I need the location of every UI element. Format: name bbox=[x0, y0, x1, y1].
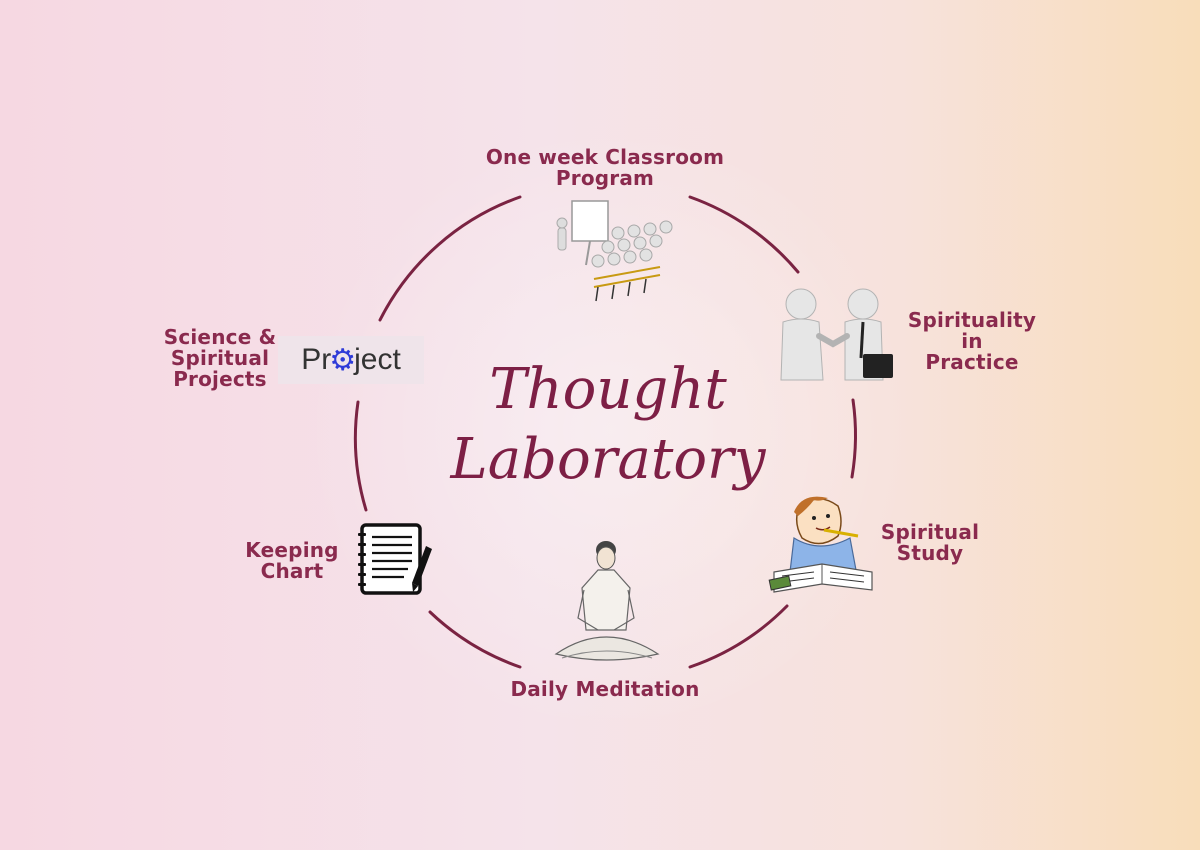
ring-arc-right bbox=[850, 398, 857, 479]
handshake-icon bbox=[780, 288, 893, 381]
gear-icon: ⚙ bbox=[329, 343, 357, 377]
project-logo-pre: Pr bbox=[301, 343, 332, 376]
boy-reading-book-icon bbox=[768, 496, 873, 593]
node-label-meditation: Daily Meditation bbox=[510, 677, 700, 701]
node-label-study: Spiritual Study bbox=[880, 520, 980, 565]
meditating-man-icon bbox=[554, 541, 660, 661]
project-logo-post: ject bbox=[354, 343, 401, 376]
node-label-classroom: One week Classroom Program bbox=[485, 145, 725, 190]
node-label-chart: Keeping Chart bbox=[245, 538, 339, 583]
ring-arc-bottom-right bbox=[688, 604, 789, 669]
ring-arc-top-left bbox=[378, 195, 522, 322]
classroom-presentation-icon bbox=[556, 200, 673, 302]
title-line-1: Thought bbox=[489, 357, 727, 422]
notepad-pencil-icon bbox=[358, 523, 432, 595]
ring-arc-left bbox=[353, 400, 368, 512]
node-label-projects: Science & Spiritual Projects bbox=[163, 325, 277, 391]
ring-arc-top-right bbox=[688, 195, 800, 274]
ring-arc-bottom-left bbox=[428, 610, 522, 669]
title-line-2: Laboratory bbox=[450, 427, 766, 492]
project-logo-icon: Pr⚙ject bbox=[278, 336, 424, 384]
diagram-title: Thought Laboratory bbox=[408, 355, 808, 495]
node-label-practice: Spirituality in Practice bbox=[907, 308, 1037, 374]
